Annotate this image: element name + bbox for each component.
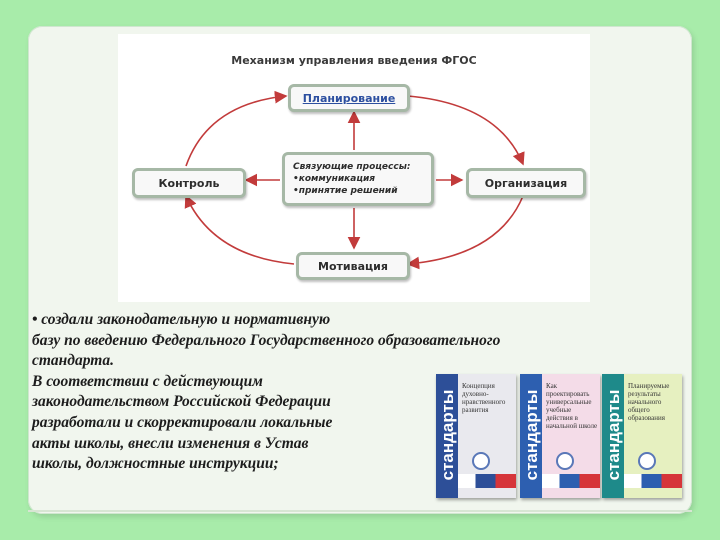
book-cover-title: Концепция духовно-нравственного развития (462, 382, 506, 414)
body-line-3: стандарта. (32, 352, 114, 370)
node-planning: Планирование (288, 84, 410, 112)
arrow-motivation-to-control (184, 194, 295, 265)
arrow-plan-to-org (407, 95, 525, 166)
body-line-8: школы, должностные инструкции; (32, 455, 279, 473)
linking-processes-item-decisions: •принятие решений (293, 186, 398, 196)
body-line-4: В соответствии с действующим (32, 372, 263, 390)
linking-processes-item-communication: •коммуникация (293, 174, 376, 184)
book-spine: стандарты (602, 374, 624, 498)
book-cover-title: Как проектировать универсальные учебные … (546, 382, 598, 430)
book-cover-title: Планируемые результаты начального общего… (628, 382, 670, 422)
book-spine-label: стандарты (522, 389, 541, 481)
diagram-arrows (184, 90, 525, 270)
book-spine: стандарты (436, 374, 458, 498)
body-text: • создали законодательную и нормативную … (32, 310, 682, 475)
book-cover-3: стандарты Планируемые результаты начальн… (602, 374, 682, 498)
book-flag-stripe (624, 474, 682, 488)
book-covers: стандарты Концепция духовно-нравственног… (436, 374, 682, 498)
body-line-2: базу по введению Федерального Государств… (32, 331, 501, 349)
body-line-7: акты школы, внесли изменения в Устав (32, 434, 309, 452)
book-cover-2: стандарты Как проектировать универсальны… (520, 374, 600, 498)
diagram-title: Механизм управления введения ФГОС (231, 54, 477, 67)
book-spine: стандарты (520, 374, 542, 498)
book-cover-1: стандарты Концепция духовно-нравственног… (436, 374, 516, 498)
book-emblem-icon (472, 452, 490, 470)
diagram: Механизм управления введения ФГОС Планир… (118, 34, 590, 302)
body-line-5: законодательством Российской Федерации (32, 393, 331, 411)
arrow-org-to-motivation (406, 195, 524, 270)
book-flag-stripe (458, 474, 516, 488)
body-line-6: разработали и скорректировали локальные (32, 413, 333, 431)
book-emblem-icon (638, 452, 656, 470)
body-line-1: • создали законодательную и нормативную (32, 311, 331, 328)
book-spine-label: стандарты (438, 389, 457, 481)
book-emblem-icon (556, 452, 574, 470)
panel-bottom-line (28, 510, 692, 512)
book-spine-label: стандарты (604, 389, 623, 481)
node-organization: Организация (466, 168, 586, 198)
book-flag-stripe (542, 474, 600, 488)
linking-processes-heading: Связующие процессы: (293, 162, 411, 172)
arrow-control-to-plan (185, 90, 288, 167)
node-motivation: Мотивация (296, 252, 410, 280)
node-linking-processes: Связующие процессы: •коммуникация •приня… (282, 152, 434, 206)
node-control: Контроль (132, 168, 246, 198)
